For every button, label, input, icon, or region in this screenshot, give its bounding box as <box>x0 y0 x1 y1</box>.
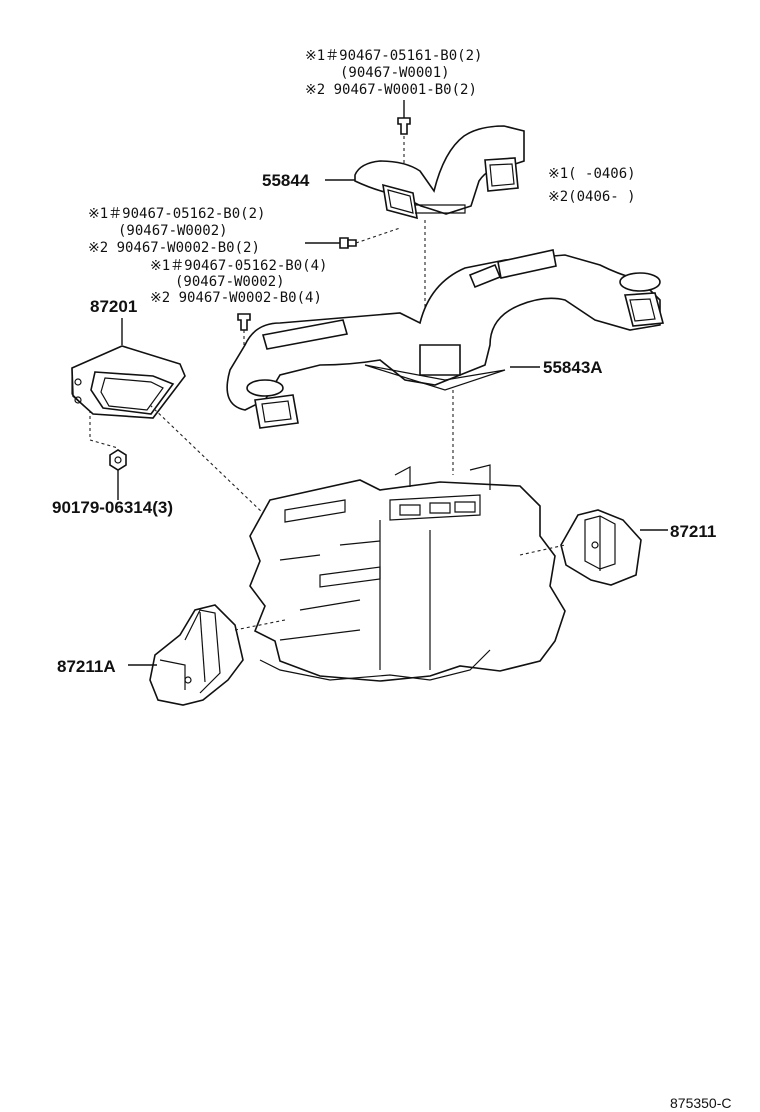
duct-55844 <box>325 125 525 220</box>
legend-line-1: ※1( -0406) <box>548 166 636 182</box>
nut-90179 <box>89 410 127 500</box>
figure-id: 875350-C <box>670 1095 732 1111</box>
screw-mid <box>305 227 401 249</box>
label-55843A: 55843A <box>543 358 603 377</box>
legend-line-2: ※2(0406- ) <box>548 189 636 205</box>
heater-unit <box>249 464 566 682</box>
label-87211: 87211 <box>670 522 716 541</box>
note-mid-line-2: (90467-W0002) <box>118 223 228 239</box>
note-top-line-3: ※2 90467-W0001-B0(2) <box>305 82 477 98</box>
note-mid-line-1: ※1＃90467-05162-B0(2) <box>88 206 265 222</box>
duct-55843A <box>226 249 665 429</box>
note-top-line-2: (90467-W0001) <box>340 65 450 81</box>
bracket-87211 <box>560 509 668 586</box>
note-mid2-line-3: ※2 90467-W0002-B0(4) <box>150 290 322 306</box>
label-87211A: 87211A <box>57 657 116 676</box>
note-mid2-line-1: ※1＃90467-05162-B0(4) <box>150 258 327 274</box>
housing-87201 <box>71 345 186 419</box>
label-90179-06314: 90179-06314(3) <box>52 498 173 517</box>
note-top-line-1: ※1＃90467-05161-B0(2) <box>305 48 482 64</box>
note-mid-line-3: ※2 90467-W0002-B0(2) <box>88 240 260 256</box>
label-55844: 55844 <box>262 171 310 190</box>
bracket-87211A <box>128 604 244 706</box>
note-mid2-line-2: (90467-W0002) <box>175 274 285 290</box>
label-87201: 87201 <box>90 297 137 316</box>
